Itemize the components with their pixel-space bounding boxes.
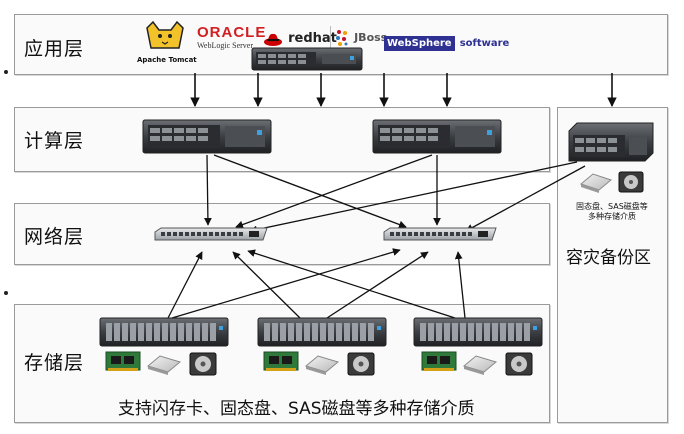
dr-backup-server bbox=[568, 122, 654, 162]
dr-ssd-icon bbox=[579, 173, 613, 193]
ssd-icon bbox=[462, 355, 498, 375]
compute-to-network-arrows bbox=[204, 154, 586, 234]
application-layer-label: 应用层 bbox=[24, 38, 85, 60]
hdd-icon bbox=[347, 352, 375, 376]
jboss-dots-icon bbox=[336, 29, 348, 46]
bullet-dot bbox=[4, 70, 8, 74]
dr-media-caption-line1: 固态盘、SAS磁盘等 bbox=[576, 202, 648, 211]
dr-hdd-icon bbox=[618, 171, 644, 193]
flash-card-icon bbox=[105, 351, 141, 371]
hdd-icon bbox=[189, 352, 217, 376]
dr-backup-label: 容灾备份区 bbox=[566, 248, 651, 268]
tomcat-label: Apache Tomcat bbox=[137, 56, 197, 64]
oracle-wordmark: ORACLE bbox=[197, 24, 267, 41]
storage-media-caption: 支持闪存卡、固态盘、SAS磁盘等多种存储介质 bbox=[118, 399, 475, 419]
websphere-logo: WebSphere software bbox=[384, 31, 509, 51]
network-switch-2 bbox=[383, 227, 497, 241]
compute-layer-label: 计算层 bbox=[24, 130, 85, 152]
storage-array-3 bbox=[413, 317, 543, 347]
flash-card-icon bbox=[421, 351, 457, 371]
redhat-wordmark: redhat bbox=[288, 31, 337, 46]
storage-array-1 bbox=[99, 317, 229, 347]
redhat-hat-icon bbox=[264, 33, 282, 46]
weblogic-label: WebLogic Server bbox=[197, 41, 253, 50]
network-layer-label: 网络层 bbox=[24, 226, 85, 248]
tomcat-logo: Apache Tomcat bbox=[137, 18, 197, 64]
bullet-dot bbox=[4, 291, 8, 295]
websphere-wordmark: WebSphere bbox=[384, 36, 455, 51]
dr-media-caption-line2: 多种存储介质 bbox=[588, 212, 636, 221]
storage-to-network-arrows bbox=[167, 248, 466, 319]
jboss-wordmark: JBoss bbox=[354, 31, 388, 44]
ssd-icon bbox=[146, 355, 182, 375]
oracle-logo: ORACLE WebLogic Server bbox=[197, 24, 267, 51]
app-to-compute-arrows bbox=[190, 73, 617, 107]
storage-layer-label: 存储层 bbox=[24, 352, 85, 374]
logo-divider bbox=[330, 26, 331, 48]
compute-server-1 bbox=[142, 119, 272, 154]
redhat-logo: redhat bbox=[263, 28, 337, 47]
jboss-logo: JBoss bbox=[335, 27, 387, 47]
network-switch-1 bbox=[154, 227, 268, 241]
flash-card-icon bbox=[263, 351, 299, 371]
compute-server-2 bbox=[372, 119, 502, 154]
hdd-icon bbox=[505, 352, 533, 376]
websphere-software-label: software bbox=[459, 38, 510, 49]
tomcat-cat-icon bbox=[146, 20, 184, 49]
ssd-icon bbox=[304, 355, 340, 375]
app-server bbox=[251, 47, 363, 71]
storage-array-2 bbox=[257, 317, 387, 347]
